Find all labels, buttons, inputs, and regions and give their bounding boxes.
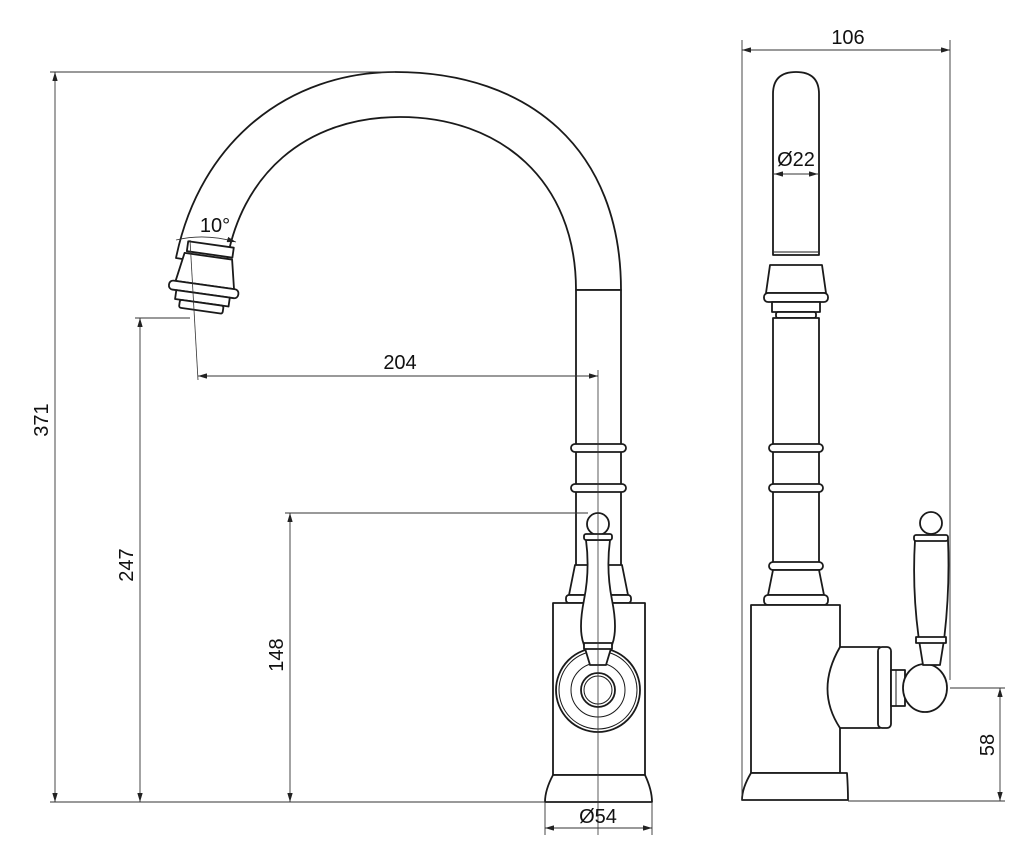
dim-spout-diameter: Ø22	[777, 149, 815, 171]
dim-total-height: 371	[31, 403, 53, 436]
dim-handle-height: 148	[266, 638, 288, 671]
dim-spout-reach: 204	[383, 352, 416, 374]
side-stem	[772, 317, 820, 606]
side-body	[750, 604, 841, 774]
aerator-nozzle	[168, 240, 240, 315]
side-lever-handle	[913, 539, 950, 666]
side-lever-knob	[919, 511, 943, 535]
dim-handle-axis-height: 58	[977, 734, 999, 756]
side-cartridge-housing	[826, 646, 881, 729]
side-handle-ball	[902, 663, 948, 713]
stem-ring	[570, 483, 627, 493]
side-view	[741, 71, 950, 801]
dim-total-depth: 106	[831, 27, 864, 49]
dim-base-diameter: Ø54	[579, 806, 617, 828]
stem-ring	[570, 443, 627, 453]
side-dimensions: 106 Ø22 58	[741, 27, 1005, 802]
side-spout-top	[772, 71, 820, 256]
faucet-base	[544, 774, 653, 803]
dim-aerator-angle: 10°	[200, 215, 230, 237]
side-aerator	[765, 264, 827, 294]
front-view	[168, 71, 653, 835]
front-dimensions: 371 247 148 204 Ø54 10°	[31, 71, 653, 835]
spout-arc	[175, 71, 622, 291]
side-base	[741, 772, 849, 801]
dim-outlet-height: 247	[116, 548, 138, 581]
